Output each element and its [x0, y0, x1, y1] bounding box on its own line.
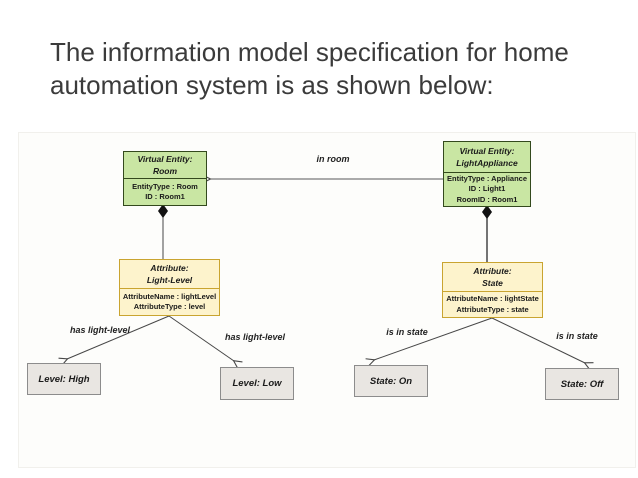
attribute-state-name: State [482, 278, 503, 288]
attribute-light-level-field: AttributeName : lightLevel [122, 291, 217, 301]
entity-box-light-appliance: Virtual Entity: LightAppliance EntityTyp… [443, 141, 531, 207]
entity-light-appliance-stereotype: Virtual Entity: [459, 146, 515, 156]
edge-label-is-in-state-left: is in state [386, 327, 428, 337]
diagram-panel [18, 132, 636, 468]
attribute-state-header: Attribute: State [443, 263, 542, 292]
edge-label-has-light-level-right: has light-level [224, 332, 286, 342]
entity-light-appliance-field: ID : Light1 [468, 184, 506, 194]
slide-title: The information model specification for … [50, 37, 569, 100]
attribute-light-level-body: AttributeName : lightLevel AttributeType… [120, 289, 219, 315]
attribute-state-field: AttributeName : lightState [446, 294, 539, 303]
attribute-state-field: AttributeType : state [456, 304, 529, 314]
attribute-light-level-field: AttributeType : level [133, 302, 206, 311]
entity-light-appliance-body: EntityType : Appliance ID : Light1 RoomI… [444, 173, 530, 206]
edge-label-in-room: in room [316, 154, 350, 164]
attribute-state-body: AttributeName : lightState AttributeType… [443, 292, 542, 317]
value-box-state-off: State: Off [545, 368, 619, 400]
attribute-light-level-name: Light-Level [146, 275, 193, 285]
entity-room-field: EntityType : Room [132, 181, 198, 191]
entity-room-name: Room [152, 166, 178, 176]
attribute-state-stereotype: Attribute: [473, 266, 512, 276]
attribute-light-level-header: Attribute: Light-Level [120, 260, 219, 289]
entity-room-header: Virtual Entity: Room [124, 152, 206, 179]
entity-box-room: Virtual Entity: Room EntityType : Room I… [123, 151, 207, 206]
entity-light-appliance-field: RoomID : Room1 [456, 194, 518, 204]
value-box-level-high: Level: High [27, 363, 101, 395]
attribute-box-light-level: Attribute: Light-Level AttributeName : l… [119, 259, 220, 316]
entity-light-appliance-header: Virtual Entity: LightAppliance [444, 142, 530, 173]
entity-room-stereotype: Virtual Entity: [137, 154, 193, 164]
entity-room-field: ID : Room1 [145, 192, 185, 201]
entity-light-appliance-name: LightAppliance [456, 158, 518, 168]
attribute-box-state: Attribute: State AttributeName : lightSt… [442, 262, 543, 318]
value-box-level-low: Level: Low [220, 367, 294, 400]
entity-light-appliance-field: EntityType : Appliance [446, 173, 527, 183]
attribute-light-level-stereotype: Attribute: [150, 263, 189, 273]
edge-label-is-in-state-right: is in state [556, 331, 598, 341]
value-box-state-on: State: On [354, 365, 428, 397]
entity-room-body: EntityType : Room ID : Room1 [124, 179, 206, 205]
edge-label-has-light-level-left: has light-level [69, 325, 131, 335]
